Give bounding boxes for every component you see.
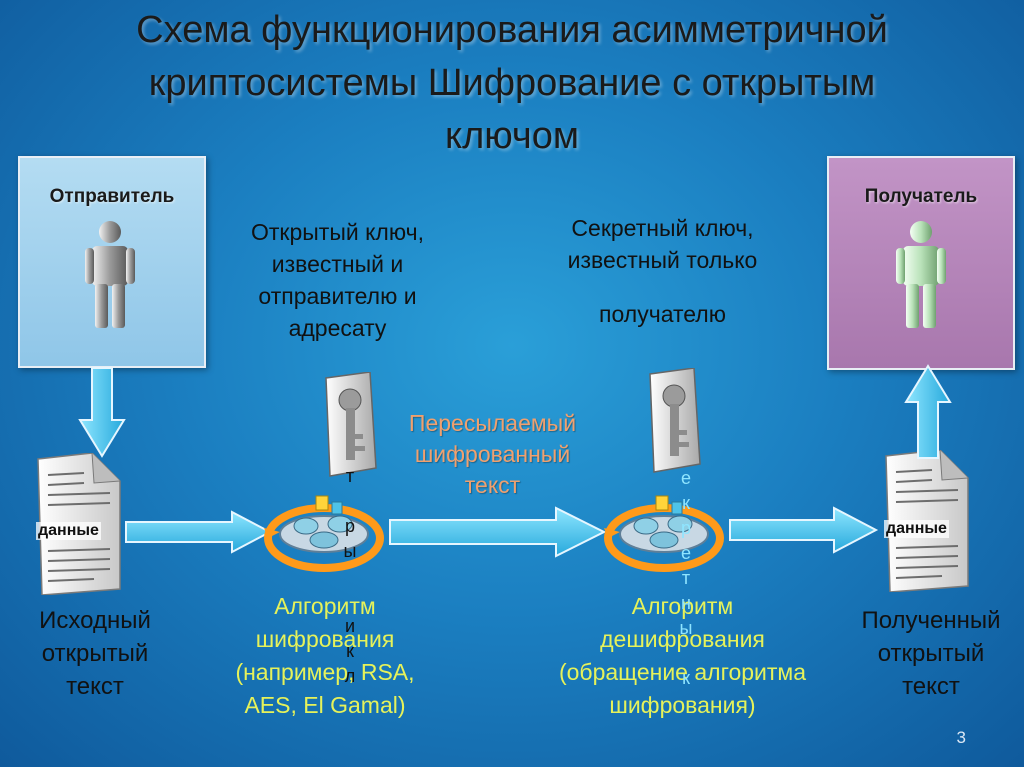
result-line-2: открытый xyxy=(877,640,985,667)
enc-algo-line-4: AES, El Gamal) xyxy=(244,692,406,718)
dec-vertical-letter: ы xyxy=(679,618,693,638)
arrow-encrypt-to-decrypt xyxy=(389,506,607,558)
title-line-1: Схема функционирования асимметричной xyxy=(136,9,888,51)
page-number: 3 xyxy=(956,728,966,747)
result-line-3: текст xyxy=(902,673,960,700)
encryption-algorithm-caption: Алгоритм шифрования (например, RSA, AES,… xyxy=(195,590,455,722)
dec-algo-line-1: Алгоритм xyxy=(631,593,734,619)
decryption-vertical-text: е к р е т н ы к xyxy=(676,466,696,691)
sent-line-1: Пересылаемый xyxy=(408,410,577,436)
arrow-decrypt-to-result xyxy=(729,506,879,554)
public-key-line-2: известный и xyxy=(271,251,404,277)
sender-person-icon xyxy=(85,221,135,328)
source-line-2: открытый xyxy=(41,640,149,667)
receiver-person-icon xyxy=(896,221,946,328)
receiver-up-arrow xyxy=(904,364,952,459)
sent-line-2: шифрованный xyxy=(414,441,571,467)
enc-vertical-letter xyxy=(340,589,360,614)
dec-vertical-letter: е xyxy=(680,543,691,563)
secret-key-icon xyxy=(649,368,701,473)
public-key-line-4: адресату xyxy=(288,315,387,341)
dec-vertical-letter: н xyxy=(681,593,691,613)
source-text-caption: Исходный открытый текст xyxy=(10,604,180,703)
receiver-box: Получатель xyxy=(827,156,1015,370)
enc-algo-line-1: Алгоритм xyxy=(274,593,376,619)
secret-key-line-1: Секретный ключ, xyxy=(571,215,754,241)
enc-vertical-letter xyxy=(340,564,360,589)
enc-vertical-letter: р xyxy=(344,516,355,536)
dec-vertical-letter: к xyxy=(682,493,690,513)
enc-algo-line-3: (например, RSA, xyxy=(235,659,415,685)
enc-vertical-letter: ы xyxy=(343,541,357,561)
dec-vertical-letter xyxy=(676,641,696,666)
slide-title: Схема функционирования асимметричной кри… xyxy=(0,4,1024,163)
enc-vertical-letter: т xyxy=(345,466,355,486)
sender-label: Отправитель xyxy=(49,186,175,207)
enc-vertical-letter: л xyxy=(344,666,356,686)
dec-algo-line-3: (обращение алгоритма xyxy=(558,659,807,685)
public-key-icon xyxy=(325,372,377,477)
arrow-source-to-encrypt xyxy=(125,510,273,554)
result-line-1: Полученный xyxy=(861,607,1001,634)
dec-vertical-letter: к xyxy=(682,668,690,688)
sender-box: Отправитель xyxy=(18,156,206,368)
sent-text-caption: Пересылаемый шифрованный текст xyxy=(380,408,605,501)
sent-line-3: текст xyxy=(464,472,521,498)
encryption-vertical-text: т р ы и к л xyxy=(340,464,360,689)
secret-key-line-3: получателю xyxy=(599,301,726,327)
public-key-line-1: Открытый ключ, xyxy=(251,219,424,245)
source-line-1: Исходный xyxy=(39,607,151,634)
title-line-3: ключом xyxy=(445,115,579,157)
secret-key-line-2: известный только xyxy=(567,247,758,273)
encryption-gears-icon xyxy=(264,495,384,572)
dec-algo-line-4: шифрования) xyxy=(609,692,756,718)
receiver-label: Получатель xyxy=(864,186,978,207)
dec-vertical-letter: р xyxy=(680,518,691,538)
decryption-gears-icon xyxy=(604,495,724,572)
source-data-tag: данные xyxy=(36,522,101,540)
source-line-3: текст xyxy=(66,673,124,700)
dec-vertical-letter: е xyxy=(680,468,691,488)
public-key-caption: Открытый ключ, известный и отправителю и… xyxy=(215,216,460,344)
dec-algo-line-2: дешифрования xyxy=(600,626,765,652)
decryption-algorithm-caption: Алгоритм дешифрования (обращение алгорит… xyxy=(520,590,845,722)
enc-vertical-letter xyxy=(340,489,360,514)
title-line-2: криптосистемы Шифрование с открытым xyxy=(148,62,876,104)
dec-vertical-letter: т xyxy=(681,568,691,588)
enc-vertical-letter: к xyxy=(346,641,354,661)
secret-key-caption: Секретный ключ, известный только получат… xyxy=(530,212,795,330)
enc-algo-line-2: шифрования xyxy=(255,626,395,652)
result-text-caption: Полученный открытый текст xyxy=(838,604,1024,703)
enc-vertical-letter: и xyxy=(344,616,356,636)
public-key-line-3: отправителю и xyxy=(258,283,417,309)
sender-down-arrow xyxy=(78,367,126,458)
result-data-tag: данные xyxy=(884,520,949,538)
